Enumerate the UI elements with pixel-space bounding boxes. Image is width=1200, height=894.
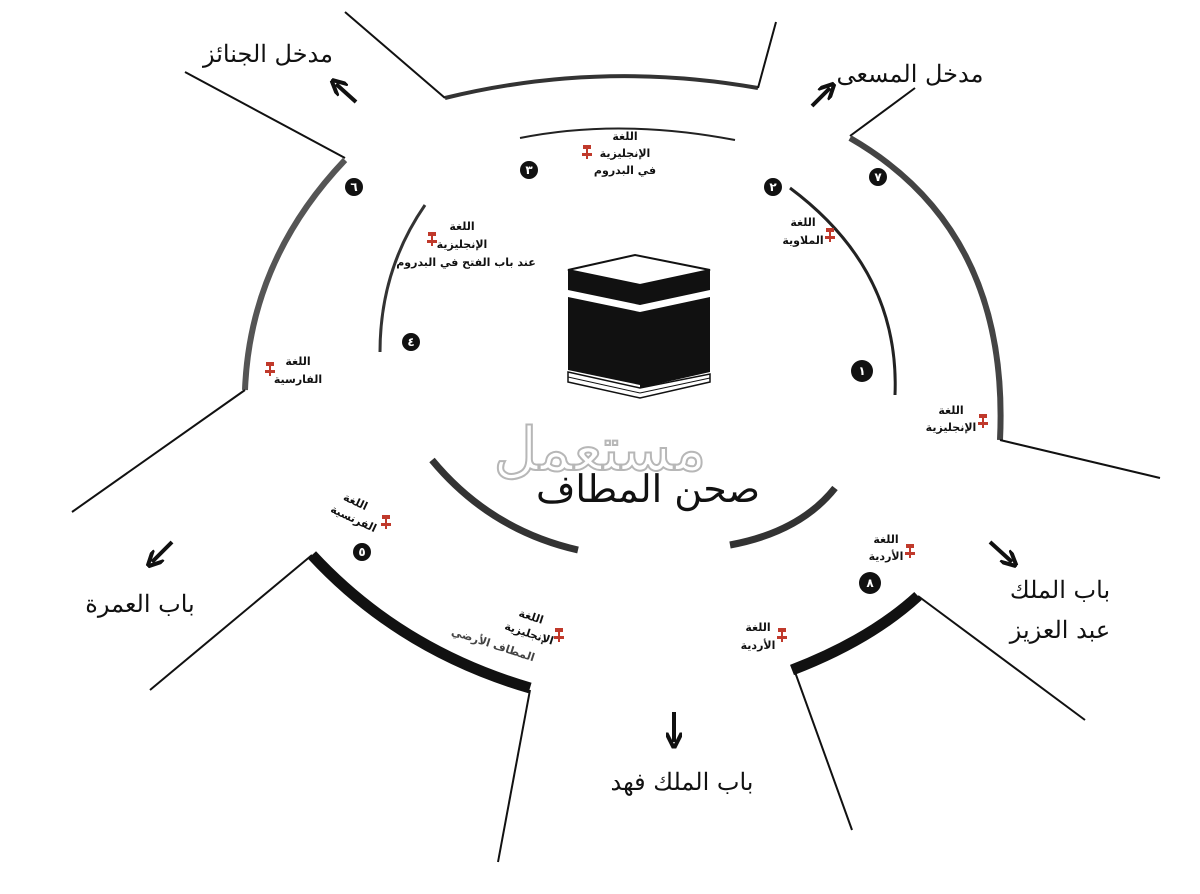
station-badge-4: ٤ — [402, 333, 420, 351]
station-number: ٢ — [769, 180, 777, 194]
pushpin-icon — [824, 227, 836, 243]
center-title: صحن المطاف — [536, 467, 760, 512]
station-badge-8: ٨ — [859, 572, 881, 594]
english-east-label-line: الإنجليزية — [926, 421, 977, 434]
station-number: ٦ — [350, 180, 357, 194]
pushpin-icon — [380, 514, 392, 530]
station-badge-3: ٣ — [520, 161, 538, 179]
station-label-line: اللغة — [612, 130, 637, 143]
station-label-line: الإنجليزية — [600, 147, 651, 160]
station-number: ٧ — [874, 170, 882, 184]
station-number: ٨ — [866, 576, 874, 590]
farsi-label-line: اللغة — [285, 355, 310, 368]
pushpin-icon — [977, 413, 989, 429]
urdu-south-label-line: اللغة — [745, 621, 770, 634]
station-label-line: الأردية — [869, 549, 904, 563]
gate-fahd: باب الملك فهد — [610, 768, 753, 796]
station-badge-2: ٢ — [764, 178, 782, 196]
station-label-line: الإنجليزية — [437, 238, 488, 251]
station-label-line: في البدروم — [594, 164, 656, 177]
gate-janaiz: مدخل الجنائز — [202, 40, 333, 68]
station-badge-1: ١ — [851, 360, 873, 382]
station-number: ٥ — [358, 545, 365, 559]
station-badge-5: ٥ — [353, 543, 371, 561]
arrow-icon-masaa — [810, 88, 830, 108]
station-label-line: اللغة — [790, 216, 815, 229]
pushpin-icon — [581, 144, 593, 160]
station-label-line: اللغة — [873, 533, 898, 546]
gate-abdulaziz-line2: عبد العزيز — [1009, 616, 1111, 644]
watermark-text: مستعمل — [494, 415, 707, 485]
urdu-south-label-line: الأردية — [741, 638, 776, 652]
pushpin-icon — [426, 231, 438, 247]
arrow-icon-umrah — [152, 540, 174, 562]
arrow-icon-janaiz — [336, 84, 358, 104]
kaaba-icon — [567, 253, 711, 399]
arrow-icon-abdulaziz — [988, 540, 1012, 562]
station-number: ٤ — [407, 335, 414, 349]
outer-walls — [71, 11, 1161, 863]
station-number: ٣ — [525, 163, 533, 177]
farsi-label-line: الفارسية — [274, 373, 322, 386]
station-label-line: عند باب الفتح في البدروم — [396, 256, 536, 269]
english-east-label-line: اللغة — [938, 404, 963, 417]
pushpin-icon — [553, 627, 565, 643]
station-label-line: اللغة — [449, 220, 474, 233]
gate-umrah: باب العمرة — [85, 590, 194, 618]
station-badge-6: ٦ — [345, 178, 363, 196]
pushpin-icon — [904, 543, 916, 559]
station-label-line: الملاوية — [782, 234, 823, 247]
station-number: ١ — [858, 364, 865, 378]
gate-masaa: مدخل المسعى — [837, 60, 984, 88]
gate-abdulaziz-line1: باب الملك — [1010, 576, 1110, 604]
station-badge-7: ٧ — [869, 168, 887, 186]
inner-arcs — [378, 127, 897, 554]
pushpin-icon — [776, 627, 788, 643]
